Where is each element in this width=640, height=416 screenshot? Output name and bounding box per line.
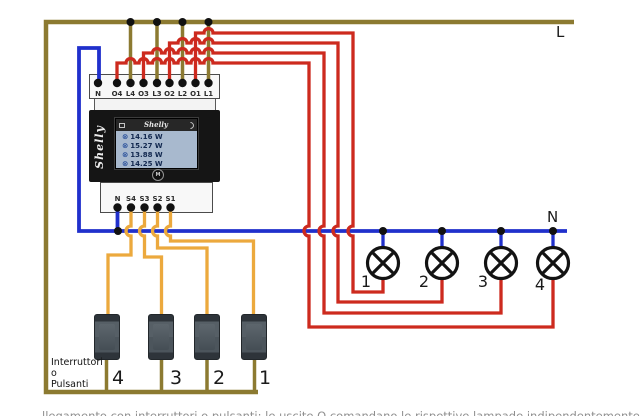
switch-number-3: 3 (170, 367, 182, 389)
device-bottom-terminal-strip (100, 182, 213, 213)
wire-s3-switch3 (137, 208, 164, 314)
neutral-line-label: N (547, 208, 558, 226)
power-reading-2: 15.27 W (130, 141, 163, 150)
caption-text: llegamento con interruttori o pulsanti: … (42, 409, 640, 416)
switch-group-label-line: Pulsanti (51, 379, 89, 390)
switch-group-label: Interruttori o Pulsanti (51, 357, 121, 390)
lamp-icon: ⊗ (122, 159, 129, 169)
power-reading-row: ⊗ 14.16 W (122, 131, 197, 141)
power-reading-3: 13.88 W (130, 151, 163, 160)
lamp-symbol-2 (424, 245, 460, 281)
junction-dot (379, 227, 387, 235)
lamp-number-2: 2 (419, 272, 429, 291)
wire-s4-switch4 (106, 208, 133, 314)
power-reading-row: ⊗ 13.88 W (122, 150, 197, 160)
wire-s1-switch1 (163, 208, 256, 314)
junction-dot (178, 18, 187, 26)
device-din-band (94, 99, 216, 110)
wifi-icon (185, 120, 196, 130)
switch-group-label-line: Interruttori (51, 357, 103, 368)
screen-header: Shelly (116, 119, 197, 131)
lamp-symbol-3 (483, 245, 519, 281)
lamp-icon: ⊗ (122, 150, 129, 160)
junction-dot (153, 18, 161, 26)
switch-number-1: 1 (259, 367, 271, 389)
switch-module-4 (94, 314, 120, 360)
wire-s2-switch2 (150, 208, 209, 314)
ethernet-icon (119, 122, 125, 128)
screen-brand-logo: Shelly (144, 120, 168, 129)
power-reading-row: ⊗ 14.25 W (122, 159, 197, 169)
lamp-number-1: 1 (361, 272, 371, 291)
power-reading-1: 14.16 W (130, 132, 163, 141)
power-reading-row: ⊗ 15.27 W (122, 140, 197, 150)
junction-dot (497, 227, 505, 235)
live-line-label: L (556, 23, 565, 41)
lamp-symbol-1 (365, 245, 401, 281)
junction-dot (126, 18, 135, 26)
wire-o1-lamp1 (193, 26, 385, 294)
lamp-number-3: 3 (478, 272, 488, 291)
power-readings: ⊗ 14.16 W ⊗ 15.27 W ⊗ 13.88 W ⊗ 14.25 W (116, 131, 197, 170)
switch-module-1 (241, 314, 267, 360)
switch-group-label-line: o (51, 368, 57, 379)
lamp-symbol-4 (535, 245, 571, 281)
device-top-terminal-strip (89, 74, 220, 99)
switch-module-3 (148, 314, 174, 360)
junction-dot (204, 18, 213, 26)
junction-dot (114, 227, 122, 235)
power-reading-4: 14.25 W (130, 160, 163, 169)
lamp-icon: ⊗ (122, 140, 129, 150)
junction-dot (549, 227, 557, 235)
device-screen: Shelly ⊗ 14.16 W ⊗ 15.27 W ⊗ 13.88 W ⊗ 1… (115, 118, 198, 169)
device-reset-button: M (152, 169, 164, 181)
junction-dot (438, 227, 446, 235)
lamp-number-4: 4 (535, 275, 545, 294)
lamp-icon: ⊗ (122, 131, 129, 141)
device-brand-vertical: Shelly (93, 125, 106, 169)
switch-number-2: 2 (213, 367, 225, 389)
switch-module-2 (194, 314, 220, 360)
